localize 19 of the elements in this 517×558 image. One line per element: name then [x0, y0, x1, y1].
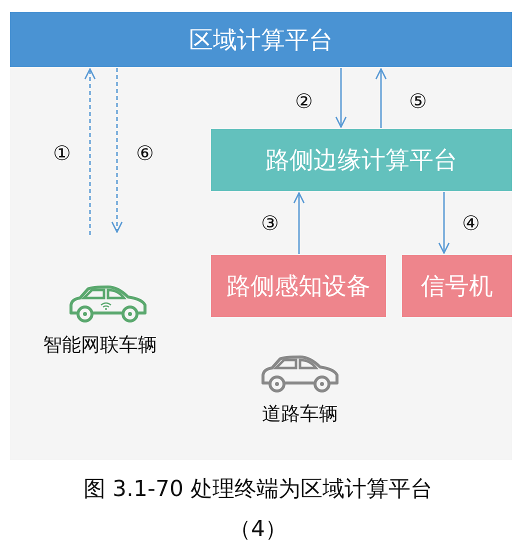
vehicle-label: 智能网联车辆: [43, 333, 157, 358]
edge-label: ④: [462, 211, 480, 235]
edge-label: ②: [295, 89, 313, 113]
edge-label: ⑥: [136, 141, 154, 165]
arrow: [375, 68, 387, 128]
arrow: [111, 68, 123, 233]
process-box: 信号机: [402, 255, 512, 317]
platform-band: 区域计算平台: [10, 12, 512, 67]
arrow: [84, 68, 96, 235]
edge-label: ①: [53, 141, 71, 165]
edge-label: ⑤: [409, 89, 427, 113]
vehicle-label: 道路车辆: [262, 402, 338, 427]
arrow: [438, 192, 450, 254]
arrow: [293, 192, 305, 254]
arrow: [335, 68, 347, 128]
process-box: 路侧边缘计算平台: [211, 129, 512, 191]
caption: 图 3.1-70 处理终端为区域计算平台（4）: [82, 476, 434, 544]
process-box: 路侧感知设备: [211, 255, 386, 317]
edge-label: ③: [261, 211, 279, 235]
